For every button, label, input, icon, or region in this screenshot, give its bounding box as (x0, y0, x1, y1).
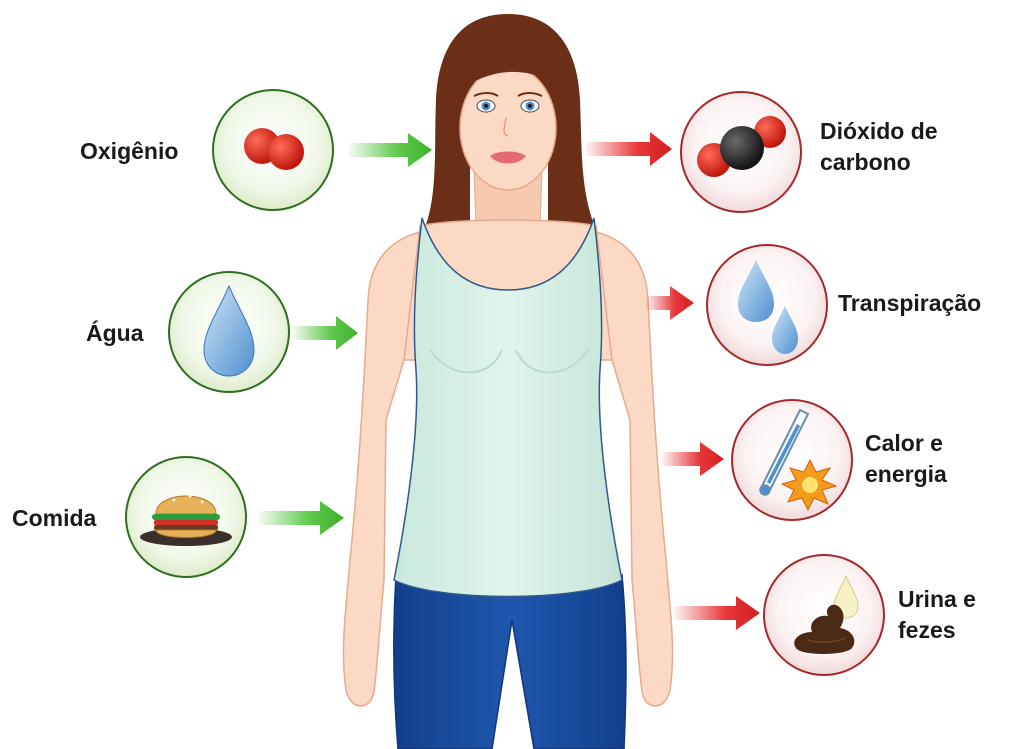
label-heat-line1: Calor e (865, 428, 947, 459)
arrow-out-heat (662, 442, 724, 476)
label-waste-line2: fezes (898, 615, 976, 646)
woman-figure (343, 14, 672, 749)
label-heat: Calor e energia (865, 428, 947, 490)
arrow-in-oxygen (348, 133, 432, 167)
label-sweat: Transpiração (838, 288, 981, 319)
label-waste: Urina e fezes (898, 584, 976, 646)
oxygen-bubble (213, 90, 333, 210)
jeans (394, 575, 626, 749)
label-oxygen: Oxigênio (80, 136, 178, 167)
water-bubble (169, 272, 289, 392)
label-co2: Dióxido de carbono (820, 116, 938, 178)
co2-bubble (681, 92, 801, 212)
label-co2-line2: carbono (820, 147, 938, 178)
sweat-bubble (707, 245, 827, 365)
arrow-out-sweat (646, 286, 694, 320)
label-sweat-line1: Transpiração (838, 288, 981, 319)
arrow-out-co2 (586, 132, 672, 166)
food-bubble (126, 457, 246, 577)
heat-bubble (732, 400, 852, 520)
arrow-out-waste (674, 596, 760, 630)
label-waste-line1: Urina e (898, 584, 976, 615)
label-co2-line1: Dióxido de (820, 116, 938, 147)
arrow-in-food (258, 501, 344, 535)
face (460, 66, 556, 190)
arrow-in-water (292, 316, 358, 350)
label-food: Comida (12, 503, 96, 534)
waste-bubble (764, 555, 884, 675)
label-heat-line2: energia (865, 459, 947, 490)
label-water: Água (86, 318, 144, 349)
